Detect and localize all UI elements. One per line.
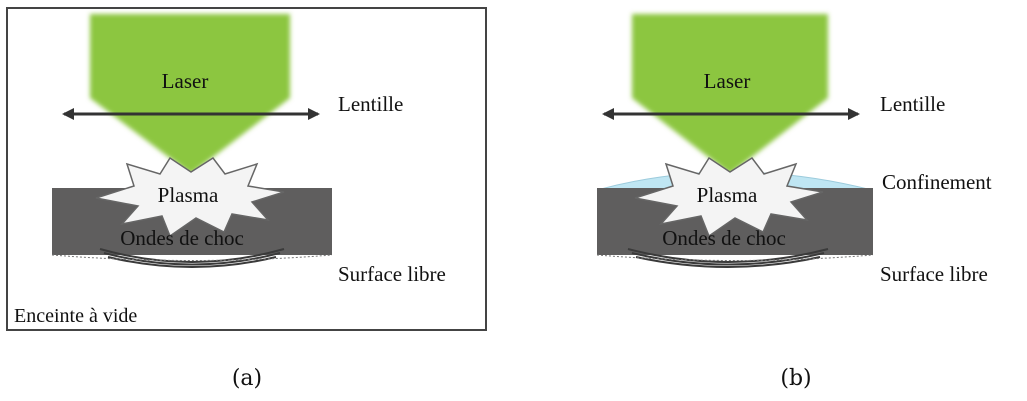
laser-beam: [90, 14, 290, 174]
shock-waves: [99, 248, 285, 268]
shock-waves-label: Ondes de choc: [662, 226, 786, 250]
plasma-label: Plasma: [697, 183, 758, 207]
laser-label: Laser: [162, 69, 209, 93]
shock-waves: [627, 248, 829, 268]
plasma-label: Plasma: [158, 183, 219, 207]
shock-waves-label: Ondes de choc: [120, 226, 244, 250]
panel-b: Laser Lentille Confinement Plasma Ondes …: [596, 14, 992, 391]
panel-a: Laser Lentille Plasma Ondes de choc Surf…: [6, 7, 487, 391]
vacuum-chamber-frame: [6, 7, 487, 331]
confinement-label: Confinement: [882, 170, 992, 194]
plasma-burst: [95, 156, 285, 238]
caption-b: (b): [780, 366, 811, 391]
free-surface-label: Surface libre: [338, 262, 446, 286]
vacuum-chamber-label: Enceinte à vide: [14, 305, 137, 327]
lens-label: Lentille: [880, 92, 945, 116]
laser-label: Laser: [704, 69, 751, 93]
free-surface-label: Surface libre: [880, 262, 988, 286]
free-surface-line: [596, 254, 874, 261]
laser-beam: [632, 14, 828, 174]
plasma-burst: [634, 156, 824, 238]
lens-label: Lentille: [338, 92, 403, 116]
caption-a: (a): [232, 366, 262, 391]
free-surface-line: [51, 254, 333, 261]
